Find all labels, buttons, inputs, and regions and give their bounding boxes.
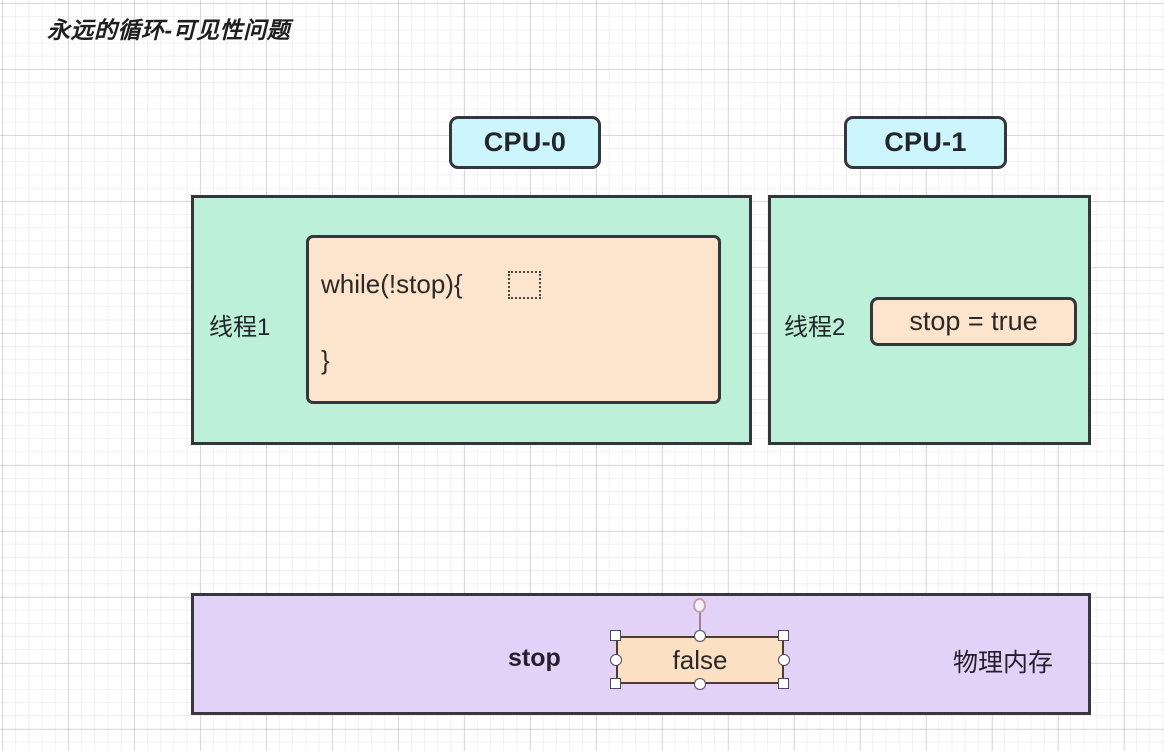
thread-2-label: 线程2 xyxy=(784,314,846,341)
selection-handle-top-right[interactable] xyxy=(778,630,789,641)
memory-variable-label: stop xyxy=(508,644,561,672)
thread-2-statement-box[interactable]: stop = true xyxy=(870,297,1077,346)
cpu-1-label: CPU-1 xyxy=(884,127,967,157)
selection-handle-bottom-left[interactable] xyxy=(610,678,621,689)
thread-1-label: 线程1 xyxy=(209,314,271,341)
cpu-0-label: CPU-0 xyxy=(483,127,567,157)
code-body-placeholder[interactable] xyxy=(508,271,541,299)
thread-1-code-box[interactable] xyxy=(306,235,721,404)
selection-handle-top-left[interactable] xyxy=(610,630,621,641)
rotate-handle-stem xyxy=(699,609,701,637)
selection-handle-bottom-center[interactable] xyxy=(694,678,706,690)
memory-region-label: 物理内存 xyxy=(953,649,1054,677)
cpu-1-box[interactable]: CPU-1 xyxy=(844,116,1007,169)
selection-handle-bottom-right[interactable] xyxy=(778,678,789,689)
page-title: 永远的循环-可见性问题 xyxy=(47,17,291,43)
memory-value-text: false xyxy=(672,644,728,675)
selection-handle-top-center[interactable] xyxy=(694,630,706,642)
cpu-0-box[interactable]: CPU-0 xyxy=(449,116,601,169)
code-line-close-brace: } xyxy=(321,345,330,375)
thread-2-statement-text: stop = true xyxy=(909,306,1038,336)
memory-value-box[interactable]: false xyxy=(616,636,784,684)
selection-handle-middle-left[interactable] xyxy=(610,654,622,666)
rotate-handle-icon[interactable] xyxy=(693,598,706,613)
code-line-while: while(!stop){ xyxy=(321,269,463,299)
selection-handle-middle-right[interactable] xyxy=(778,654,790,666)
